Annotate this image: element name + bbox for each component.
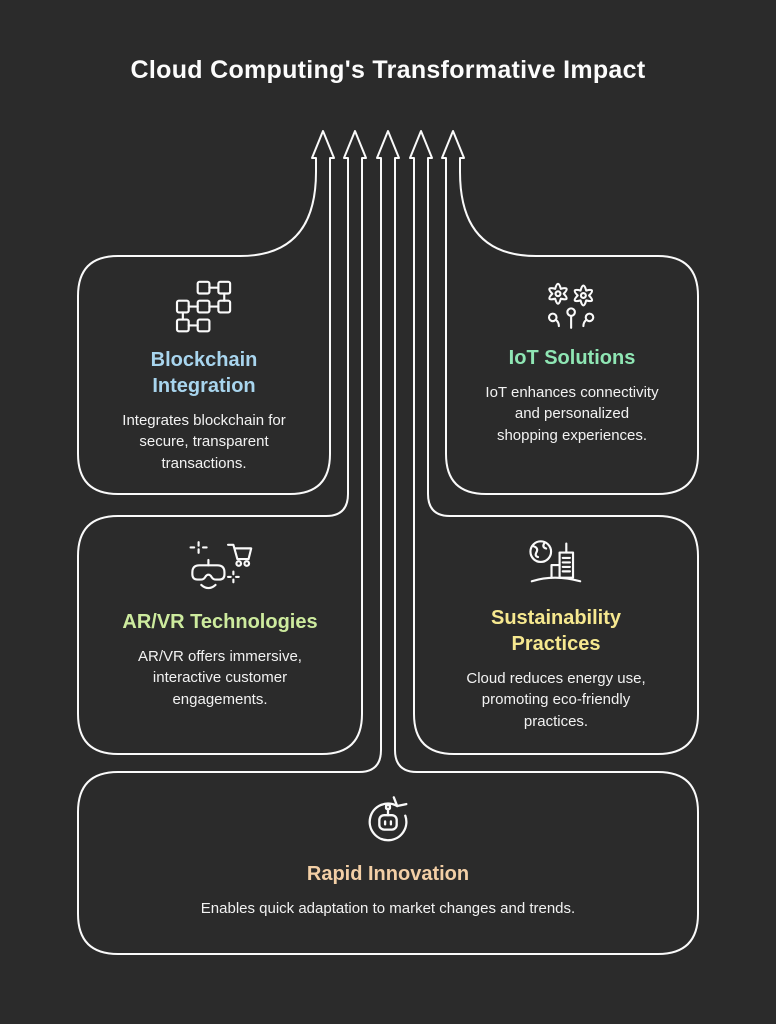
card-blockchain-integration: Blockchain Integration Integrates blockc…	[78, 256, 330, 494]
robot-refresh-icon	[361, 792, 415, 848]
blockchain-icon	[175, 280, 233, 334]
arrow-path-sustainability	[409, 130, 699, 755]
card-description: AR/VR offers immersive, interactive cust…	[138, 648, 302, 708]
card-title-line: AR/VR Technologies	[122, 611, 318, 633]
card-description: Cloud reduces energy use, promoting eco-…	[466, 670, 646, 730]
card-title-line: IoT Solutions	[508, 347, 636, 369]
card-sustainability-practices: Sustainability Practices Cloud reduces e…	[414, 516, 698, 754]
card-title-line: Integration	[152, 375, 256, 397]
card-title-line: Blockchain	[150, 349, 258, 371]
arrow-path-arvr	[77, 130, 367, 755]
card-description: Integrates blockchain for secure, transp…	[122, 412, 286, 472]
arrow-path-blockchain	[77, 130, 335, 495]
card-description: Enables quick adaptation to market chang…	[200, 900, 576, 917]
iot-sensors-icon	[544, 280, 600, 332]
vr-headset-cart-icon	[187, 540, 253, 596]
card-arvr-technologies: AR/VR Technologies AR/VR offers immersiv…	[78, 516, 362, 754]
arrow-path-iot	[441, 130, 699, 495]
card-title-line: Practices	[511, 633, 601, 655]
card-iot-solutions: IoT Solutions IoT enhances connectivity …	[446, 256, 698, 494]
card-rapid-innovation: Rapid Innovation Enables quick adaptatio…	[78, 772, 698, 954]
card-title: Rapid Innovation	[307, 861, 469, 887]
card-title-line: Rapid Innovation	[306, 863, 470, 885]
card-title: IoT Solutions	[509, 345, 636, 371]
page-title: Cloud Computing's Transformative Impact	[130, 56, 646, 84]
card-title-line: Sustainability	[490, 607, 622, 629]
card-description: IoT enhances connectivity and personaliz…	[485, 384, 659, 444]
globe-building-icon	[527, 540, 585, 592]
arrow-path-rapid	[77, 130, 699, 955]
card-title: Sustainability Practices	[491, 605, 621, 657]
card-title: AR/VR Technologies	[122, 609, 317, 635]
card-title: Blockchain Integration	[151, 347, 258, 399]
